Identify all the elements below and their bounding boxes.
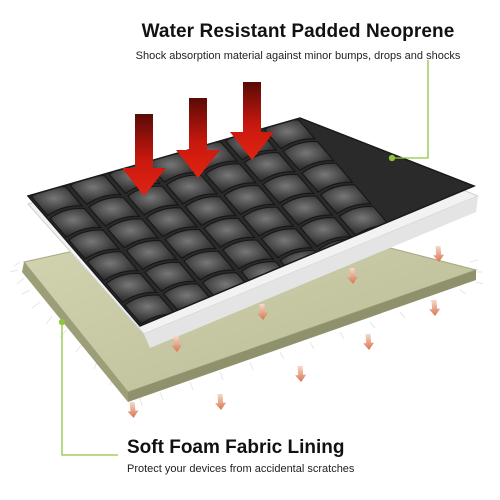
small-down-arrow-icon [127, 401, 139, 418]
neoprene-pad [204, 163, 258, 194]
callout-lines [58, 60, 429, 456]
bottom-callout: Soft Foam Fabric Lining Protect your dev… [127, 436, 427, 477]
neoprene-pad [106, 218, 160, 249]
small-down-arrow-icon [171, 335, 183, 352]
neoprene-pad [164, 228, 217, 260]
small-down-arrow-icon [363, 333, 375, 350]
neoprene-pad [68, 229, 121, 260]
top-callout: Water Resistant Padded Neoprene Shock ab… [118, 20, 478, 64]
top-callout-dot [388, 154, 396, 162]
bottom-callout-dot [58, 318, 66, 326]
neoprene-pad [183, 250, 236, 281]
bottom-callout-line [61, 322, 118, 456]
small-down-arrow-icon [347, 267, 359, 284]
small-down-arrow-icon [433, 245, 445, 262]
small-down-arrow-icon [295, 365, 307, 382]
neoprene-pad [262, 173, 315, 204]
fabric-fringe [9, 259, 484, 407]
neoprene-title: Water Resistant Padded Neoprene [141, 21, 455, 42]
neoprene-pad [282, 141, 336, 172]
neoprene-pad [242, 206, 295, 237]
neoprene-pad [86, 251, 140, 282]
neoprene-pad [105, 272, 158, 304]
neoprene-pad [184, 196, 238, 227]
small-down-arrow-icon [429, 299, 441, 316]
neoprene-pad [243, 152, 297, 183]
neoprene-pad [125, 240, 179, 271]
dispersion-arrows [127, 245, 445, 418]
neoprene-pad [49, 207, 102, 239]
lining-subtitle: Protect your devices from accidental scr… [127, 463, 355, 475]
down-arrow-icon [230, 82, 274, 160]
neoprene-pad [260, 228, 314, 259]
neoprene-subtitle: Shock absorption material against minor … [135, 50, 461, 62]
neoprene-pad [223, 185, 276, 216]
down-arrow-icon [176, 98, 220, 178]
neoprene-pad [281, 195, 334, 226]
top-callout-line [392, 60, 429, 159]
neoprene-pad [165, 174, 219, 205]
neoprene-pad [301, 162, 354, 193]
neoprene-pad [127, 185, 180, 216]
small-down-arrow-icon [257, 303, 269, 320]
neoprene-pad [221, 239, 275, 270]
impact-arrows [122, 82, 274, 196]
neoprene-pad [203, 217, 256, 248]
neoprene-pad [88, 196, 141, 227]
neoprene-pad [145, 207, 199, 238]
neoprene-pad [319, 184, 373, 215]
lining-title: Soft Foam Fabric Lining [127, 437, 345, 458]
small-down-arrow-icon [215, 393, 227, 410]
down-arrow-icon [122, 114, 166, 196]
neoprene-pad [144, 261, 197, 292]
